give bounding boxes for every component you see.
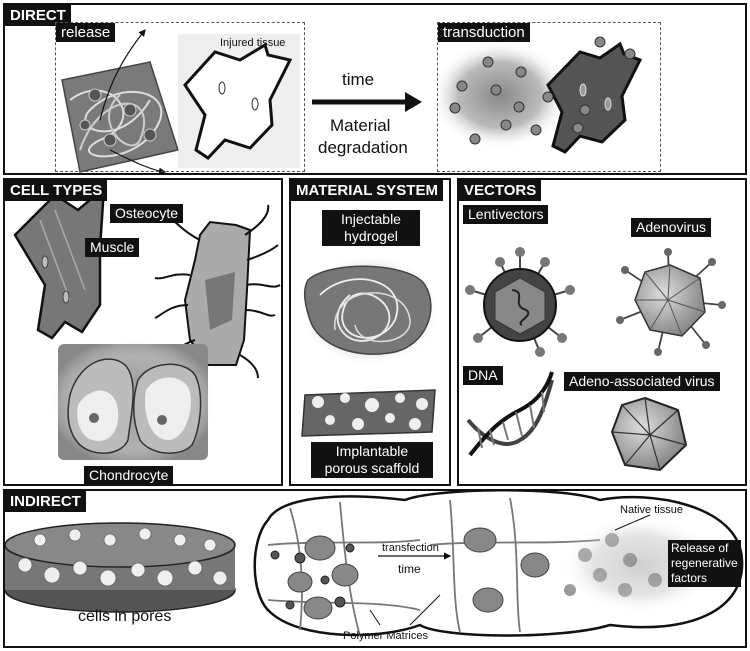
- transfection-label: transfection: [382, 542, 439, 554]
- lentivector-graphic: [465, 247, 575, 357]
- implantable-line2: porous scaffold: [324, 460, 420, 476]
- native-tissue-label: Native tissue: [620, 504, 683, 516]
- muscle-label: Muscle: [85, 238, 140, 257]
- polymer-matrices-label: Polymer Matrices: [343, 630, 428, 642]
- injectable-hydrogel-graphic: [300, 254, 440, 366]
- injectable-line1: Injectable: [341, 211, 401, 227]
- release-line3: factors: [671, 571, 708, 585]
- injured-tissue-label: Injured tissue: [220, 37, 286, 49]
- direct-hydrogel: [61, 29, 179, 175]
- implantable-line1: Implantable: [335, 443, 409, 459]
- indirect-time-label: time: [398, 562, 421, 576]
- cell-types-panel: CELL TYPES: [3, 178, 283, 486]
- release-line2: regenerative: [671, 556, 738, 570]
- injectable-label: Injectable hydrogel: [322, 210, 420, 246]
- chondrocyte-cells: [48, 338, 218, 466]
- lentivectors-label: Lentivectors: [463, 205, 549, 224]
- cell-types-title: CELL TYPES: [5, 180, 108, 201]
- chondrocyte-label: Chondrocyte: [84, 466, 174, 485]
- direct-panel: DIRECT: [3, 3, 747, 175]
- dna-graphic: [466, 371, 554, 457]
- adenovirus-graphic: [616, 248, 726, 356]
- time-label: time: [342, 70, 375, 89]
- injured-tissue-cell: [178, 34, 300, 168]
- vectors-panel: VECTORS: [457, 178, 747, 486]
- aav-graphic: [610, 396, 688, 472]
- vectors-title: VECTORS: [459, 180, 542, 201]
- direct-title: DIRECT: [5, 5, 71, 26]
- material-label-line2: degradation: [318, 138, 408, 157]
- cells-in-pores-label: cells in pores: [78, 608, 172, 625]
- release-frame: [55, 22, 305, 172]
- osteocyte-label: Osteocyte: [110, 204, 184, 223]
- porous-scaffold-graphic: [301, 389, 436, 437]
- indirect-scaffold-disk: [4, 522, 236, 613]
- muscle-cell: [13, 185, 106, 340]
- transduction-scene: [430, 36, 643, 154]
- aav-label: Adeno-associated virus: [564, 372, 720, 391]
- dna-label: DNA: [463, 366, 503, 385]
- material-label-line1: Material: [330, 116, 391, 135]
- injectable-line2: hydrogel: [344, 228, 398, 244]
- adenovirus-label: Adenovirus: [631, 218, 712, 237]
- implantable-label: Implantable porous scaffold: [311, 442, 433, 478]
- release-label: release: [56, 23, 116, 42]
- transduction-frame: [437, 22, 661, 172]
- material-system-panel: MATERIAL SYSTEM: [289, 178, 451, 486]
- release-factors-label: Release of regenerative factors: [668, 540, 741, 587]
- indirect-title: INDIRECT: [5, 491, 86, 512]
- transduction-label: transduction: [438, 23, 530, 42]
- indirect-panel: INDIRECT: [3, 489, 747, 648]
- release-line1: Release of: [671, 541, 729, 555]
- material-system-title: MATERIAL SYSTEM: [291, 180, 443, 201]
